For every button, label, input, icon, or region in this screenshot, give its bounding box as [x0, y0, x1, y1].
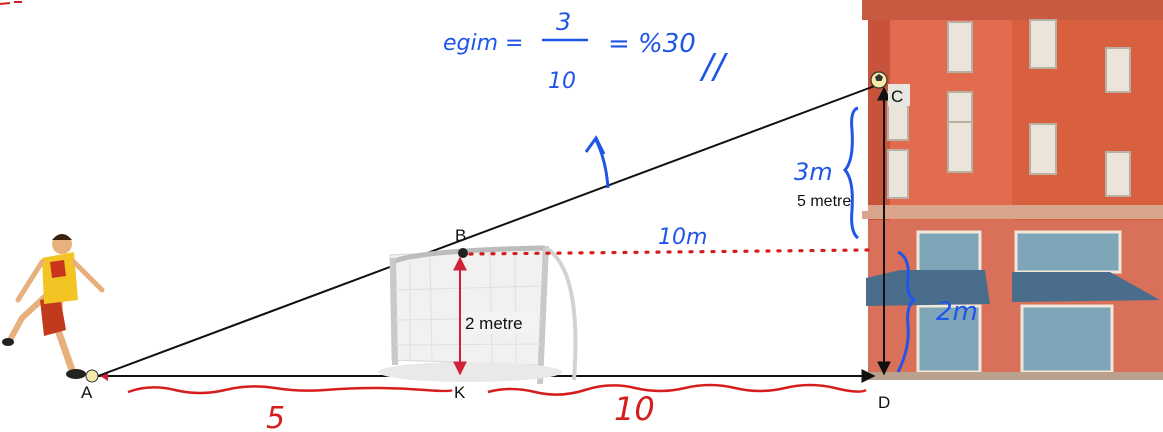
sight-line	[97, 83, 881, 377]
lower-brace-icon	[896, 250, 917, 373]
horizontal-gap-note: 10m	[658, 225, 707, 250]
point-k-label: K	[454, 383, 466, 402]
football-player	[2, 234, 105, 383]
goal-height-label: 2 metre	[465, 314, 523, 333]
kd-length-note: 10	[614, 390, 655, 428]
building	[862, 0, 1163, 380]
corner-mark	[0, 1, 22, 5]
point-b-label: B	[455, 226, 466, 245]
point-b-dot	[458, 248, 468, 258]
building-height-label: 5 metre	[797, 193, 851, 210]
slope-denominator-note: 10	[548, 69, 576, 94]
point-d-label: D	[878, 393, 890, 412]
kd-underline	[487, 383, 867, 396]
upper-brace-icon	[842, 106, 860, 240]
point-c-label: C	[891, 87, 903, 106]
slope-numerator-note: 3	[556, 8, 571, 36]
upward-arrowhead-icon	[584, 135, 606, 155]
slope-result-note: = %30	[608, 29, 696, 59]
upper-segment-note: 3m	[794, 158, 833, 186]
slope-label-note: egim =	[443, 31, 523, 56]
ak-length-note: 5	[266, 401, 285, 432]
point-a-label: A	[81, 383, 93, 402]
goal	[378, 245, 578, 385]
dotted-horizontal-line	[468, 248, 870, 256]
slope-end-mark: //	[699, 47, 728, 87]
ball-at-c	[870, 71, 888, 89]
ak-underline	[127, 385, 453, 395]
lower-segment-note: 2m	[936, 297, 978, 327]
